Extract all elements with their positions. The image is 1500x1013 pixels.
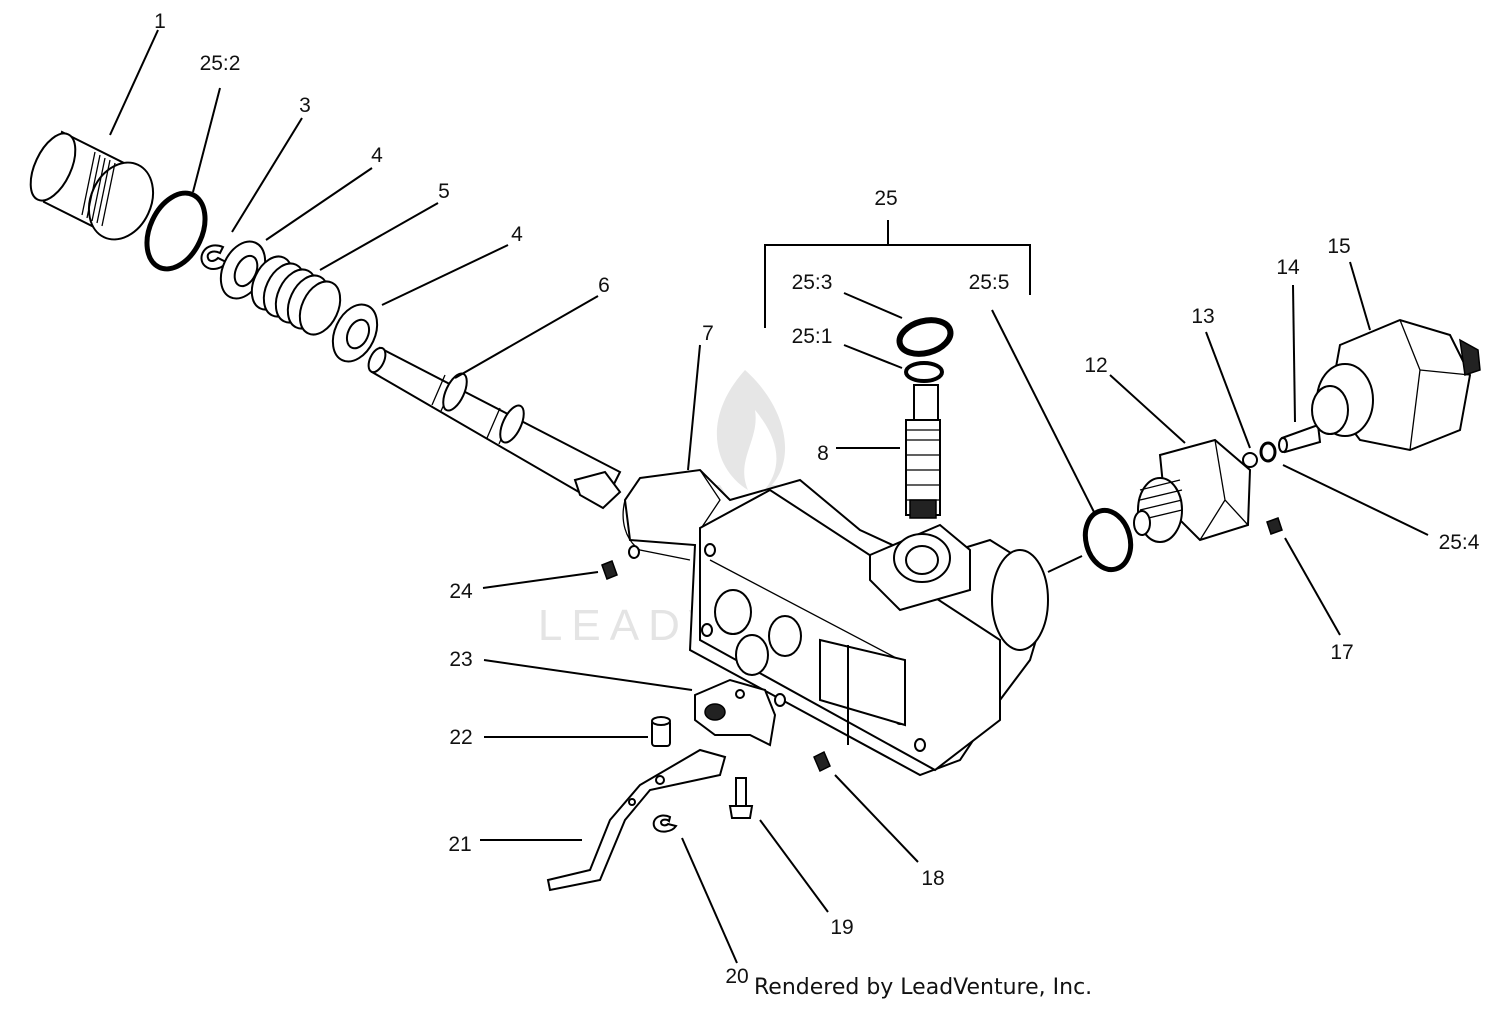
part-17-set-screw bbox=[1266, 517, 1283, 535]
callout-1: 1 bbox=[154, 10, 166, 33]
callout-22: 22 bbox=[449, 726, 472, 749]
part-3-retaining-clip bbox=[200, 244, 228, 270]
callout-4-upper: 4 bbox=[371, 144, 383, 167]
callout-15: 15 bbox=[1327, 235, 1350, 258]
leader-lines bbox=[109, 29, 1429, 964]
part-25-2-o-ring bbox=[144, 190, 208, 272]
part-22-pin bbox=[651, 716, 671, 747]
callout-21: 21 bbox=[448, 833, 471, 856]
part-25-5-o-ring bbox=[1082, 507, 1134, 573]
part-20-e-clip bbox=[652, 814, 678, 833]
part-8-plunger bbox=[905, 384, 941, 519]
callout-20: 20 bbox=[725, 965, 748, 988]
callout-17: 17 bbox=[1330, 641, 1353, 664]
callout-25-1: 25:1 bbox=[792, 325, 833, 348]
part-25-1-o-ring bbox=[904, 361, 944, 383]
part-15-switch bbox=[1311, 318, 1481, 452]
callout-25-4: 25:4 bbox=[1439, 531, 1480, 554]
part-21-lever bbox=[546, 748, 727, 892]
part-18-set-screw bbox=[813, 750, 831, 773]
credit-text: Rendered by LeadVenture, Inc. bbox=[754, 975, 1092, 1000]
callout-5: 5 bbox=[438, 180, 450, 203]
callout-23: 23 bbox=[449, 648, 472, 671]
part-23-cam bbox=[694, 678, 777, 747]
part-5-spring bbox=[250, 255, 342, 336]
part-4-washer-lower bbox=[331, 303, 379, 363]
part-19-screw bbox=[728, 777, 754, 819]
callout-18: 18 bbox=[921, 867, 944, 890]
part-25-3-seal bbox=[896, 317, 954, 357]
callout-12: 12 bbox=[1084, 354, 1107, 377]
callout-4-lower: 4 bbox=[511, 223, 523, 246]
callout-25-5: 25:5 bbox=[969, 271, 1010, 294]
callout-8: 8 bbox=[817, 442, 829, 465]
callout-19: 19 bbox=[830, 916, 853, 939]
callout-25-2: 25:2 bbox=[200, 52, 241, 75]
callout-25: 25 bbox=[874, 187, 897, 210]
callout-labels: 1 25:2 3 4 5 4 6 7 25 25:3 25:1 25:5 8 1… bbox=[154, 10, 1480, 988]
part-25-4-o-ring bbox=[1259, 441, 1277, 463]
part-24-set-screw bbox=[601, 560, 618, 580]
part-6-spool bbox=[367, 346, 622, 510]
part-12-fitting bbox=[1133, 438, 1252, 543]
callout-3: 3 bbox=[299, 94, 311, 117]
part-13-ball bbox=[1242, 452, 1258, 468]
part-7-valve-body bbox=[622, 468, 1049, 777]
callout-25-3: 25:3 bbox=[792, 271, 833, 294]
callout-13: 13 bbox=[1191, 305, 1214, 328]
callout-24: 24 bbox=[449, 580, 473, 603]
callout-7: 7 bbox=[702, 322, 714, 345]
part-14-pin bbox=[1278, 423, 1322, 454]
callout-14: 14 bbox=[1276, 256, 1300, 279]
callout-6: 6 bbox=[598, 274, 610, 297]
part-1-threaded-plug bbox=[29, 130, 155, 241]
